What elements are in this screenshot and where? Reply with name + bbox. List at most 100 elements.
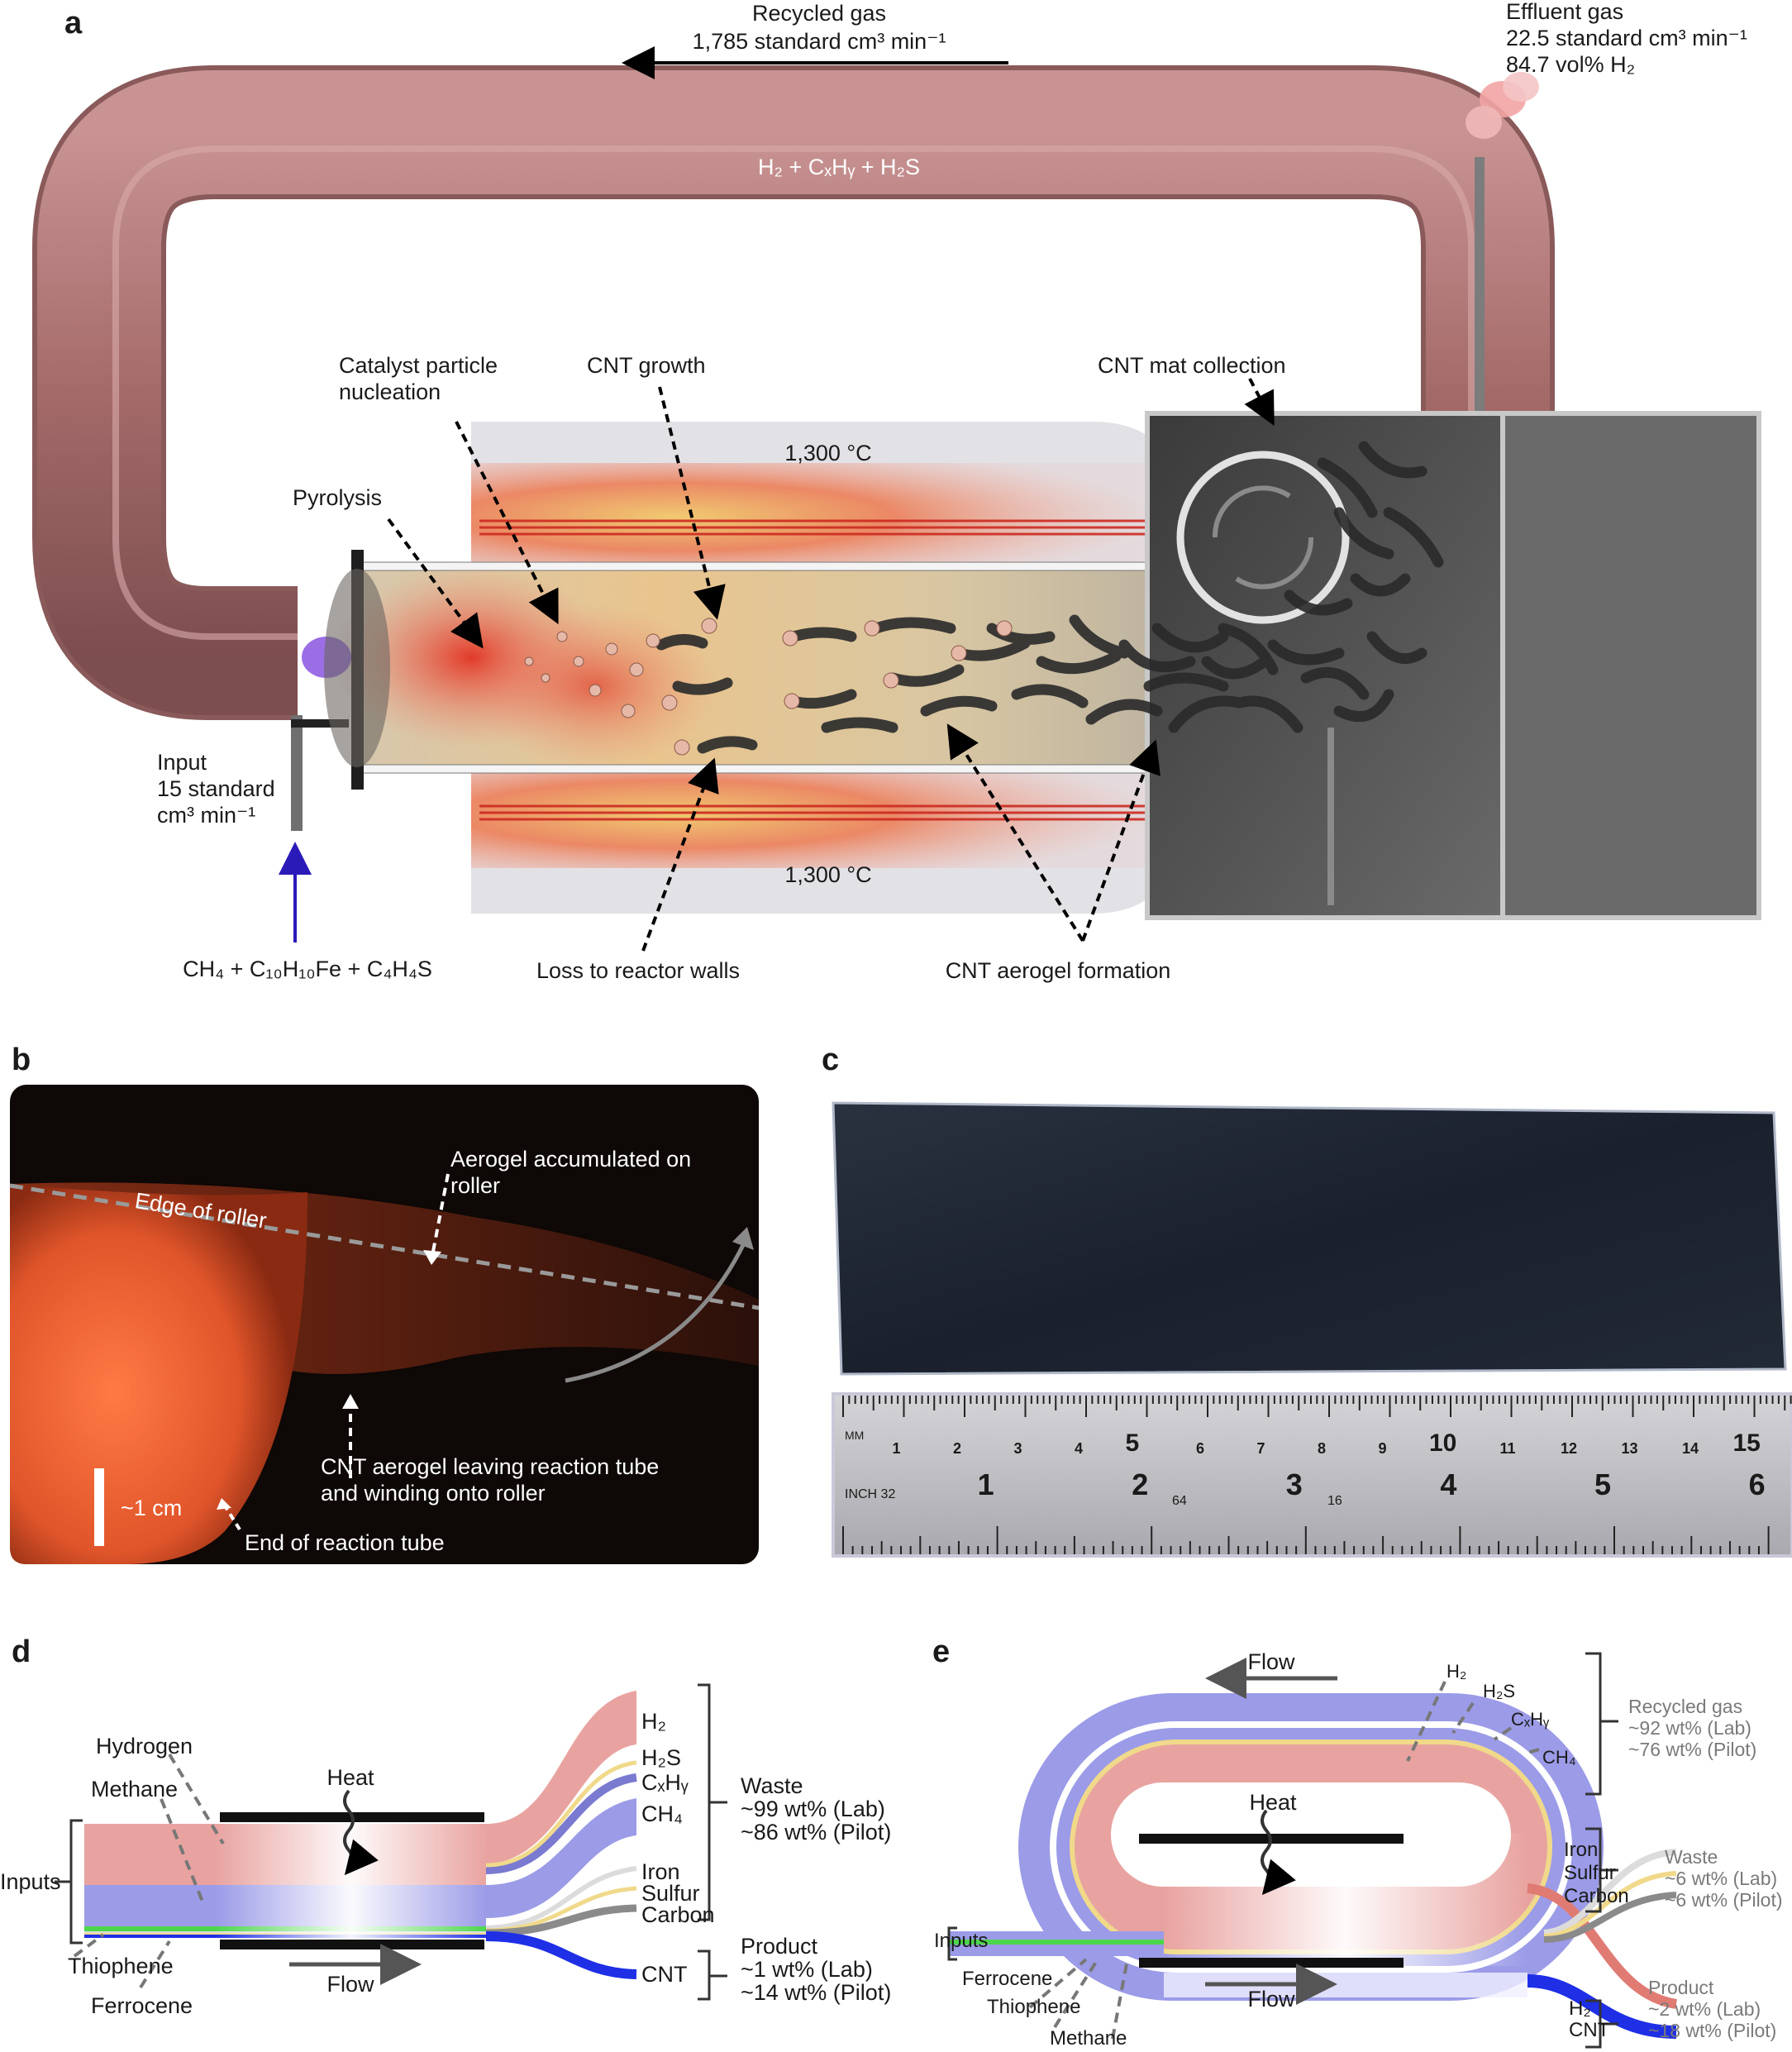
h2s-output [485,1760,637,1868]
ruler-mm-number: 3 [1013,1440,1022,1457]
ruler-mm-number: 10 [1429,1429,1457,1457]
ruler-inch-number: 2 [1132,1467,1149,1501]
e-iron-label: Iron [1564,1839,1599,1861]
panel-a-leaders [279,46,1275,952]
e-recycled-lab: ~92 wt% (Lab) [1628,1717,1751,1739]
ruler-mm-number: 11 [1499,1440,1516,1457]
e-h2-output [1527,1883,1678,2009]
catalyst-nucleation-label-2: nucleation [339,379,441,404]
panel-d-sankey [55,1683,727,2001]
carbon-output [485,1904,637,1937]
cxhy-output [485,1773,637,1874]
ruler-small-mark-16: 16 [1327,1494,1342,1508]
ruler-mm-number: 15 [1732,1429,1761,1457]
ruler-mm-number: 6 [1196,1440,1205,1457]
e-recycled-title: Recycled gas [1628,1696,1743,1717]
e-heat-label: Heat [1249,1790,1297,1815]
ruler-mm-number: 14 [1682,1440,1699,1457]
d-out-carbon: Carbon [641,1902,715,1927]
ruler-inch-number: 4 [1440,1467,1457,1501]
temperature-bottom: 1,300 °C [784,862,872,887]
recycled-gas-rate: 1,785 standard cm³ min⁻¹ [692,29,946,54]
e-ch4-label: CH₄ [1542,1747,1576,1768]
d-thiophene-label: Thiophene [68,1954,174,1978]
e-thiophene-label: Thiophene [987,1996,1081,2018]
panel-c-photo [832,1101,1792,1558]
ruler-body [832,1392,1792,1558]
aerogel-accumulated-label-2: roller [450,1173,501,1198]
edge-of-roller-line [9,1183,760,1310]
d-methane-label: Methane [91,1777,179,1801]
d-out-sulfur: Sulfur [641,1881,700,1906]
e-waste-lab: ~6 wt% (Lab) [1665,1868,1778,1889]
end-of-tube-label: End of reaction tube [245,1530,445,1555]
e-waste-pilot: ~6 wt% (Pilot) [1665,1889,1783,1911]
ruler-mm-number: 4 [1075,1440,1084,1457]
loss-to-walls-label: Loss to reactor walls [536,958,741,983]
e-iron-output [1543,1849,1677,1936]
d-ferrocene-label: Ferrocene [91,1993,193,2018]
e-sulfur-output [1543,1871,1677,1939]
leaving-tube-label-2: and winding onto roller [321,1481,546,1506]
inlet-pipe [291,715,303,831]
e-product-lab: ~2 wt% (Lab) [1648,1998,1761,2020]
panel-e-sankey [947,1652,1678,2049]
temperature-top: 1,300 °C [784,441,872,465]
cnt-growth-label: CNT growth [587,353,706,378]
effluent-gas-composition: 84.7 vol% H₂ [1506,52,1636,77]
ruler-mm-number: 5 [1125,1429,1140,1457]
heating-coils-bottom [479,804,1149,821]
panel-b-letter: b [12,1043,31,1077]
aerogel-accumulated-label-1: Aerogel accumulated on [450,1147,692,1172]
e-product-title: Product [1648,1977,1714,1998]
d-inputs-label: Inputs [0,1869,61,1894]
ruler-inch-number: 5 [1594,1467,1612,1501]
cnt-mat-sheet [832,1101,1787,1376]
input-title: Input [157,750,207,775]
ruler-small-mark-64: 64 [1172,1494,1187,1508]
d-waste-lab: ~99 wt% (Lab) [741,1797,885,1821]
ch4-output [486,1798,636,1918]
e-cnt-output [1527,1974,1677,2039]
cnt-mat-collection-label: CNT mat collection [1098,353,1286,378]
leaving-tube-label-1: CNT aerogel leaving reaction tube [321,1454,660,1479]
iron-output [485,1866,637,1930]
effluent-gas-rate: 22.5 standard cm³ min⁻¹ [1506,26,1747,50]
h2-output [486,1691,636,1864]
d-out-iron: Iron [641,1859,680,1884]
effluent-gas-title: Effluent gas [1506,0,1624,24]
d-product-title: Product [741,1934,818,1959]
e-recycled-pilot: ~76 wt% (Pilot) [1628,1739,1757,1760]
panel-a-letter: a [64,6,83,41]
heat-squiggle [343,1789,379,1876]
e-carbon-output [1543,1892,1677,1943]
winding-direction-arrow [565,1242,746,1383]
d-product-lab: ~1 wt% (Lab) [741,1957,873,1982]
scale-bar-label: ~1 cm [121,1496,183,1520]
ruler-mm-number: 7 [1256,1440,1265,1457]
d-product-pilot: ~14 wt% (Pilot) [741,1980,892,2005]
panel-a-illustration [32,65,1761,920]
e-flow-top-label: Flow [1247,1649,1295,1674]
panel-c-letter: c [822,1043,840,1077]
feedstock-label: CH₄ + C₁₀H₁₀Fe + C₄H₄S [183,957,432,981]
e-heat-squiggle [1261,1809,1296,1896]
reactor-wall-bottom [220,1940,484,1949]
d-out-cnt: CNT [641,1962,688,1987]
e-out-cnt-label: CNT [1569,2019,1610,2041]
ruler-inch-label: INCH 32 [845,1487,896,1501]
e-out-h2-label: H₂ [1569,1997,1591,2020]
e-flow-bottom-label: Flow [1247,1987,1295,2011]
ruler-mm-number: 2 [953,1440,962,1457]
d-waste-title: Waste [741,1773,803,1798]
e-methane-label: Methane [1050,2027,1127,2050]
d-flow-label: Flow [326,1972,374,1997]
ruler-mm-number: 12 [1561,1440,1578,1457]
panel-d-letter: d [12,1634,31,1669]
cnt-output [485,1931,637,1979]
ruler-inch-number: 1 [977,1467,994,1501]
e-carbon-label: Carbon [1564,1885,1629,1907]
catalyst-particles [524,618,1013,756]
e-h2s-label: H₂S [1483,1681,1516,1701]
